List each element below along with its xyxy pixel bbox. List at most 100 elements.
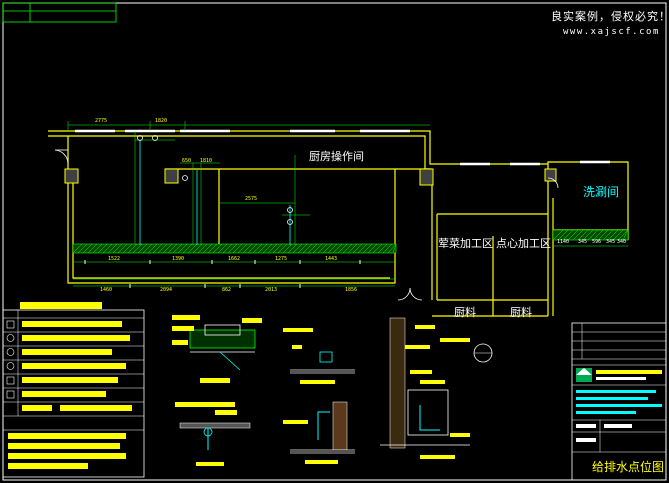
hatch-stroke xyxy=(262,243,273,254)
counter-hatch xyxy=(72,229,629,254)
hatch-stroke xyxy=(147,243,158,254)
room-label-kitchen[interactable]: 厨房操作间 xyxy=(309,150,364,163)
dim-right-4: 345 xyxy=(606,239,616,245)
hatch-stroke xyxy=(167,243,178,254)
hatch-stroke xyxy=(157,243,168,254)
counter-band xyxy=(72,229,629,254)
plan-columns xyxy=(64,168,557,186)
watermark-line-1: 良实案例，侵权必究！ xyxy=(551,10,669,23)
hatch-stroke xyxy=(207,243,218,254)
hatch-stroke xyxy=(132,243,143,254)
hatch-stroke xyxy=(212,243,223,254)
hatch-stroke xyxy=(92,243,103,254)
plan-doors xyxy=(54,149,559,301)
room-label-pastry[interactable]: 点心加工区 xyxy=(496,237,551,250)
hatch-stroke xyxy=(217,243,228,254)
hatch-stroke xyxy=(342,243,353,254)
hatch-stroke xyxy=(317,243,328,254)
dim-right-5: 340 xyxy=(617,239,627,245)
dim-mid-3: 2575 xyxy=(245,196,258,202)
room-label-dishwash[interactable]: 洗涮间 xyxy=(583,185,620,199)
hatch-stroke xyxy=(332,243,343,254)
hatch-stroke xyxy=(297,243,308,254)
dim-chain-upper-2: 1390 xyxy=(172,256,185,262)
water-pipes xyxy=(139,140,291,245)
dim-chain-lower-2: 2094 xyxy=(160,287,173,293)
hatch-stroke xyxy=(372,243,383,254)
hatch-stroke xyxy=(117,243,128,254)
hatch-stroke xyxy=(567,229,579,241)
hatch-stroke xyxy=(347,243,358,254)
hatch-stroke xyxy=(392,243,397,254)
dim-top-1: 2775 xyxy=(95,118,108,124)
hatch-stroke xyxy=(622,229,629,241)
hatch-stroke xyxy=(247,243,258,254)
room-label-store-left[interactable]: 厨料 xyxy=(454,306,476,319)
hatch-stroke xyxy=(97,243,108,254)
hatch-stroke xyxy=(367,243,378,254)
hatch-stroke xyxy=(602,229,614,241)
hatch-stroke xyxy=(87,243,98,254)
hatch-stroke xyxy=(382,243,393,254)
hatch-stroke xyxy=(222,243,233,254)
hatch-stroke xyxy=(72,243,83,254)
hatch-stroke xyxy=(597,229,609,241)
room-label-veg-prep[interactable]: 荤菜加工区 xyxy=(438,237,493,250)
hatch-stroke xyxy=(107,243,118,254)
hatch-stroke xyxy=(142,243,153,254)
hatch-stroke xyxy=(177,243,188,254)
dim-right-1: 1140 xyxy=(557,239,570,245)
plan-windows xyxy=(75,129,610,166)
detail-drawings xyxy=(172,315,493,466)
hatch-stroke xyxy=(557,229,569,241)
hatch-stroke xyxy=(312,243,323,254)
hatch-stroke xyxy=(272,243,283,254)
dim-chain-upper-5: 1443 xyxy=(325,256,338,262)
hatch-stroke xyxy=(137,243,148,254)
dim-chain-upper-3: 1662 xyxy=(228,256,241,262)
hatch-stroke xyxy=(82,243,93,254)
hatch-stroke xyxy=(357,243,368,254)
dimension-ticks xyxy=(84,260,361,288)
hatch-stroke xyxy=(252,243,263,254)
hatch-stroke xyxy=(197,243,208,254)
hatch-stroke xyxy=(282,243,293,254)
hatch-stroke xyxy=(587,229,599,241)
hatch-stroke xyxy=(607,229,619,241)
hatch-stroke xyxy=(257,243,268,254)
title-block xyxy=(571,322,667,481)
hatch-stroke xyxy=(322,243,333,254)
hatch-stroke xyxy=(237,243,248,254)
dim-top-2: 1820 xyxy=(155,118,168,124)
hatch-stroke xyxy=(582,229,594,241)
dim-chain-upper-1: 1522 xyxy=(108,256,121,262)
hatch-stroke xyxy=(612,229,624,241)
hatch-stroke xyxy=(192,243,203,254)
dimension-lines xyxy=(67,121,628,287)
hatch-stroke xyxy=(162,243,173,254)
hatch-stroke xyxy=(267,243,278,254)
hatch-stroke xyxy=(77,243,88,254)
hatch-stroke xyxy=(122,243,133,254)
top-left-label-box xyxy=(2,2,117,23)
hatch-stroke xyxy=(112,243,123,254)
hatch-stroke xyxy=(337,243,348,254)
hatch-stroke xyxy=(377,243,388,254)
hatch-stroke xyxy=(592,229,604,241)
hatch-stroke xyxy=(327,243,338,254)
hatch-stroke xyxy=(302,243,313,254)
hatch-stroke xyxy=(352,243,363,254)
hatch-stroke xyxy=(242,243,253,254)
room-label-store-right[interactable]: 厨料 xyxy=(510,306,532,319)
hatch-stroke xyxy=(562,229,574,241)
dim-mid-2: 1810 xyxy=(200,158,213,164)
fixture-symbols xyxy=(137,135,293,225)
hatch-stroke xyxy=(172,243,183,254)
hatch-stroke xyxy=(277,243,288,254)
watermark-line-2: www.xajscf.com xyxy=(563,27,660,37)
drawing-title[interactable]: 给排水点位图 xyxy=(592,460,665,474)
dim-chain-upper-4: 1275 xyxy=(275,256,288,262)
hatch-stroke xyxy=(387,243,397,254)
hatch-stroke xyxy=(227,243,238,254)
